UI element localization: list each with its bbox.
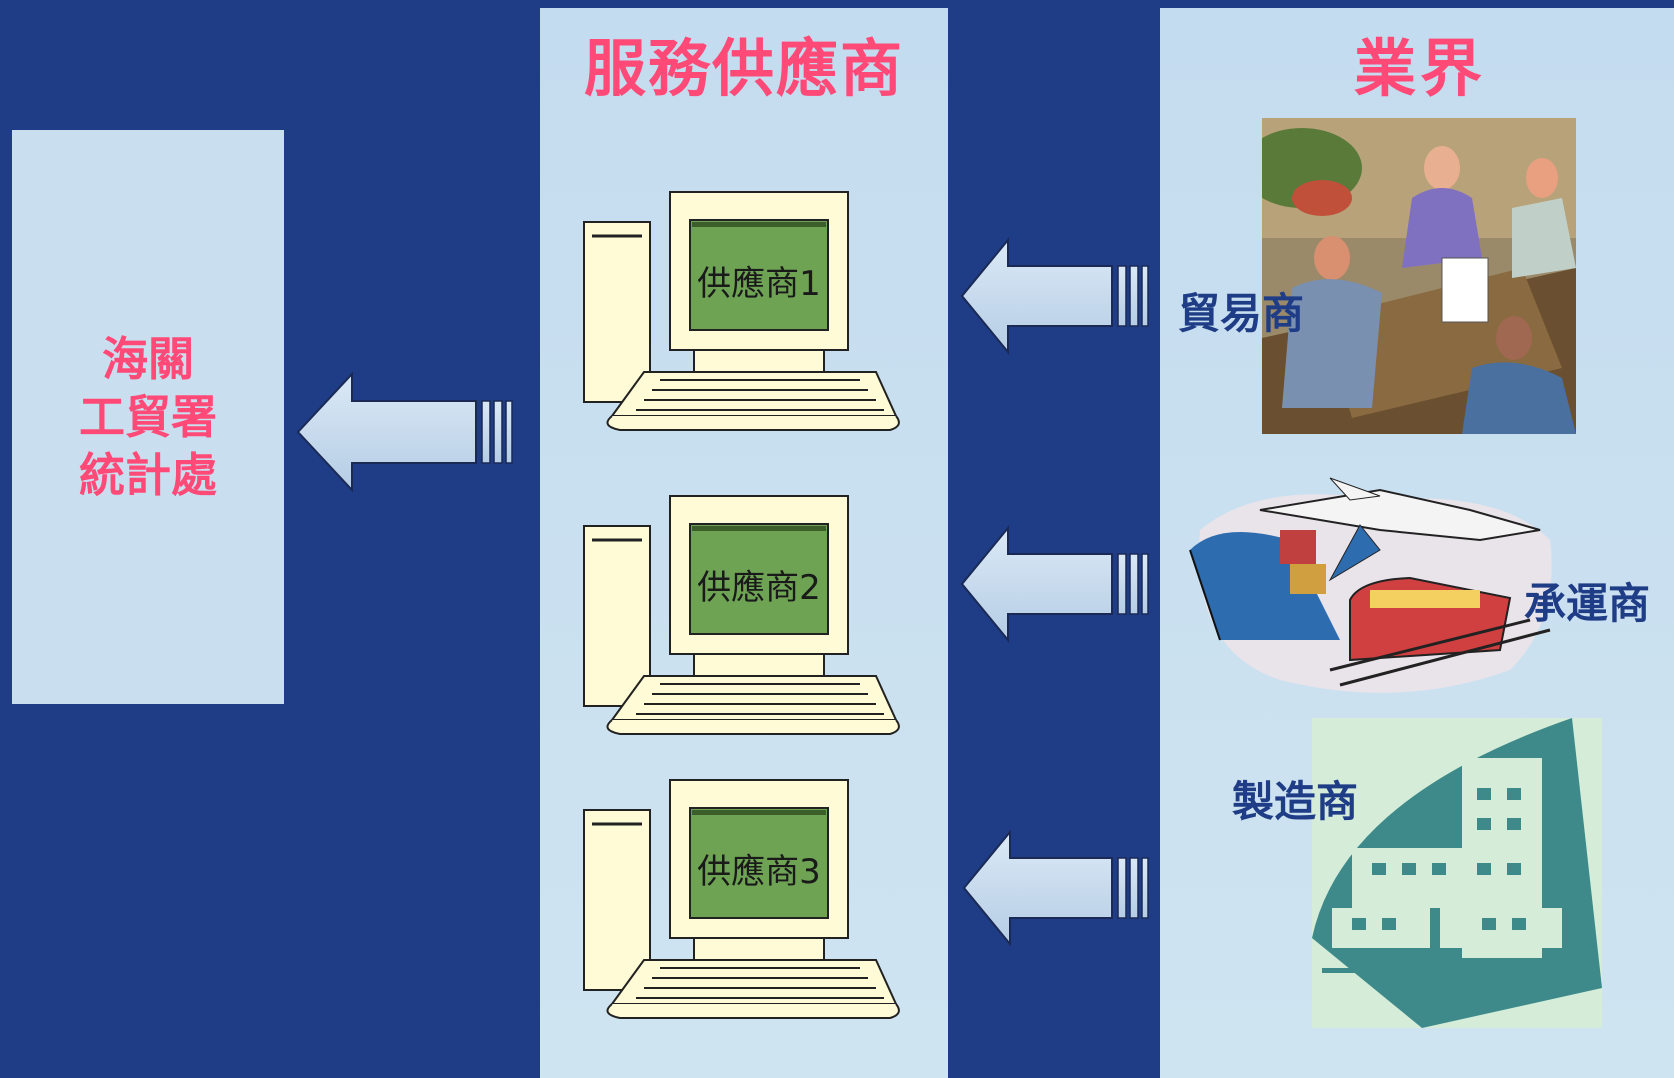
traders-label: 貿易商 [1178,289,1305,338]
computer-icon [583,495,900,735]
provider-computer-1: 供應商1 [580,190,902,434]
arrow-from-carriers [960,525,1149,643]
arrow-from-manufacturers [962,829,1149,947]
transport-icon [1180,470,1560,700]
factory-icon [1312,718,1602,1028]
arrow-to-agency [296,371,513,493]
provider-computer-2: 供應商2 [580,494,902,738]
agency-line-tid: 工貿署 [79,390,217,444]
provider-label-3: 供應商3 [697,852,821,892]
provider-label-2: 供應商2 [697,568,821,608]
provider-label-1: 供應商1 [697,264,821,304]
customs-agency-label: 海關 工貿署 統計處 [12,330,284,504]
carriers-label: 承運商 [1524,579,1651,628]
service-provider-title: 服務供應商 [583,32,904,105]
agency-line-stats: 統計處 [79,448,217,502]
manufacturers-label: 製造商 [1232,777,1359,826]
business-meeting-icon [1242,118,1576,434]
agency-line-customs: 海關 [102,332,194,386]
industry-title: 業界 [1353,32,1486,105]
computer-icon [583,191,900,431]
customs-agency-box [12,130,284,704]
computer-icon [583,779,900,1019]
provider-computer-3: 供應商3 [580,778,902,1022]
arrow-from-traders [960,237,1149,355]
